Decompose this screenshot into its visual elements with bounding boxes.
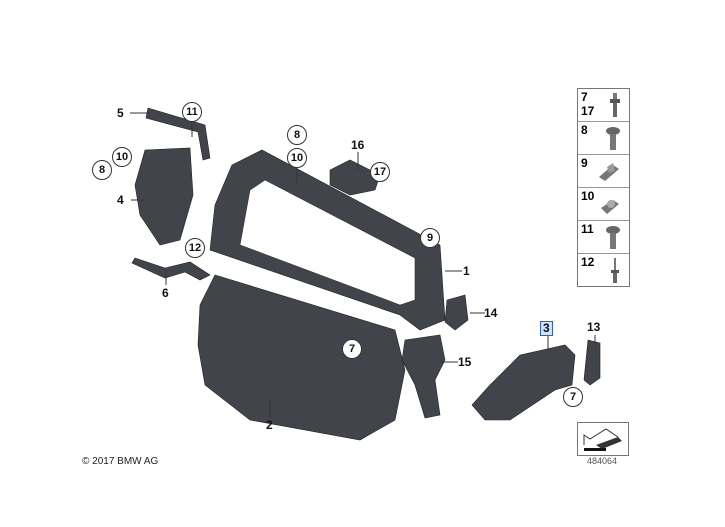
- callout-7: 7: [342, 339, 362, 359]
- screw-icon: [606, 226, 620, 249]
- fastener-legend: 7 17 8 9 10 11 12: [577, 88, 630, 287]
- copyright: © 2017 BMW AG: [82, 456, 159, 467]
- callout-6: 6: [162, 286, 169, 300]
- callout-4: 4: [117, 193, 124, 207]
- callout-10: 10: [287, 148, 307, 168]
- callout-10: 10: [112, 147, 132, 167]
- callout-1: 1: [463, 264, 470, 278]
- diagram-number: 484064: [587, 456, 618, 466]
- part-13-seal[interactable]: [583, 339, 601, 386]
- callout-12: 12: [185, 238, 205, 258]
- callout-5: 5: [117, 106, 124, 120]
- legend-item-9[interactable]: 9: [578, 155, 629, 188]
- legend-item-8[interactable]: 8: [578, 122, 629, 155]
- direction-arrow-icon: [583, 428, 622, 451]
- bolt-icon: [611, 258, 619, 283]
- callout-17: 17: [370, 162, 390, 182]
- legend-label: 10: [581, 189, 595, 203]
- legend-label: 8: [581, 123, 588, 137]
- callout-13: 13: [587, 320, 601, 334]
- orientation-box: [577, 422, 629, 456]
- part-4-air-duct[interactable]: [134, 147, 194, 246]
- legend-label: 17: [581, 104, 595, 118]
- callout-9: 9: [420, 228, 440, 248]
- callout-15: 15: [458, 355, 472, 369]
- clip-nut-icon: [599, 163, 619, 181]
- callout-11: 11: [182, 102, 202, 122]
- part-2-lower-air-duct[interactable]: [197, 274, 406, 441]
- callout-16: 16: [351, 138, 365, 152]
- part-16-bracket[interactable]: [329, 159, 381, 196]
- callout-8: 8: [287, 125, 307, 145]
- legend-item-10[interactable]: 10: [578, 188, 629, 221]
- callout-14: 14: [484, 306, 498, 320]
- screw-icon: [606, 127, 620, 150]
- part-15-bracket[interactable]: [401, 334, 446, 419]
- callout-2: 2: [266, 418, 273, 432]
- legend-label: 11: [581, 222, 594, 236]
- legend-label: 9: [581, 156, 588, 170]
- legend-item-12[interactable]: 12: [578, 254, 629, 286]
- callout-8: 8: [92, 160, 112, 180]
- callout-3-highlighted[interactable]: 3: [540, 321, 553, 336]
- clip-nut-icon: [601, 200, 619, 214]
- legend-label: 12: [581, 255, 595, 269]
- legend-item-11[interactable]: 11: [578, 221, 629, 254]
- part-3-air-duct[interactable]: [471, 344, 576, 421]
- bolt-icon: [610, 93, 620, 117]
- part-6-bracket[interactable]: [131, 257, 211, 281]
- callout-7: 7: [563, 387, 583, 407]
- part-5-bracket[interactable]: [145, 107, 211, 161]
- legend-label: 7: [581, 90, 588, 104]
- part-14-cover[interactable]: [444, 294, 469, 331]
- legend-item-7-17[interactable]: 7 17: [578, 89, 629, 122]
